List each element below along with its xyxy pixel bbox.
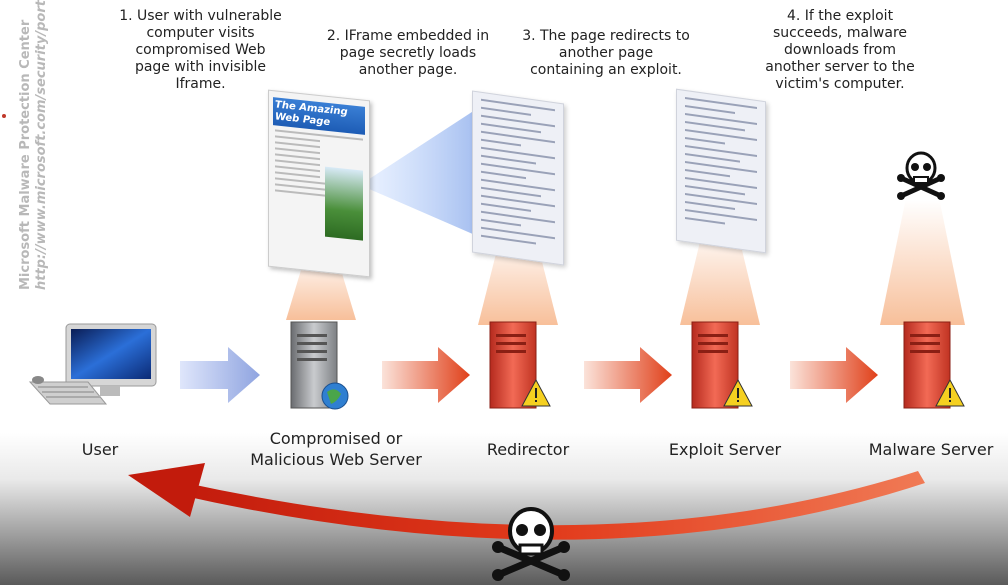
red-dot bbox=[2, 114, 6, 118]
flow-arrow-webserver-to-redirector bbox=[382, 347, 470, 403]
exploit-server-icon bbox=[691, 321, 753, 409]
beam-malware bbox=[880, 200, 965, 325]
node-label-exploit-server: Exploit Server bbox=[668, 440, 782, 459]
computer-icon bbox=[28, 323, 157, 405]
watermark-title: Microsoft Malware Protection Center bbox=[18, 19, 33, 290]
malware-return-arrow bbox=[128, 463, 925, 540]
iframe-projection bbox=[360, 110, 475, 235]
web-page-title: The Amazing Web Page bbox=[273, 97, 365, 135]
step-2-text: 2. IFrame embedded in page secretly load… bbox=[326, 28, 490, 78]
exploit-code-page bbox=[676, 88, 766, 254]
node-label-redirector: Redirector bbox=[486, 440, 570, 459]
node-label-webserver: Compromised or Malicious Web Server bbox=[250, 429, 422, 469]
flow-arrow-user-to-webserver bbox=[180, 347, 260, 403]
redirect-code-page bbox=[472, 90, 564, 266]
malware-server-icon bbox=[903, 321, 965, 409]
node-label-user: User bbox=[81, 440, 119, 459]
compromised-web-page: The Amazing Web Page bbox=[268, 89, 370, 278]
redirector-server-icon bbox=[489, 321, 551, 409]
server-globe-icon bbox=[290, 321, 349, 410]
skull-crossbones-icon bbox=[897, 151, 945, 200]
step-4-text: 4. If the exploit succeeds, malware down… bbox=[765, 8, 915, 92]
flow-arrow-exploit-to-malware bbox=[790, 347, 878, 403]
skull-crossbones-icon-bottom bbox=[492, 507, 570, 581]
flow-arrow-redirector-to-exploit bbox=[584, 347, 672, 403]
watermark-url: http://www.microsoft.com/security/portal bbox=[34, 0, 49, 290]
step-3-text: 3. The page redirects to another page co… bbox=[522, 28, 690, 78]
step-1-text: 1. User with vulnerable computer visits … bbox=[119, 8, 282, 92]
watermark: Microsoft Malware Protection Center http… bbox=[18, 0, 50, 290]
soccer-photo bbox=[325, 166, 363, 241]
node-label-malware-server: Malware Server bbox=[868, 440, 994, 459]
